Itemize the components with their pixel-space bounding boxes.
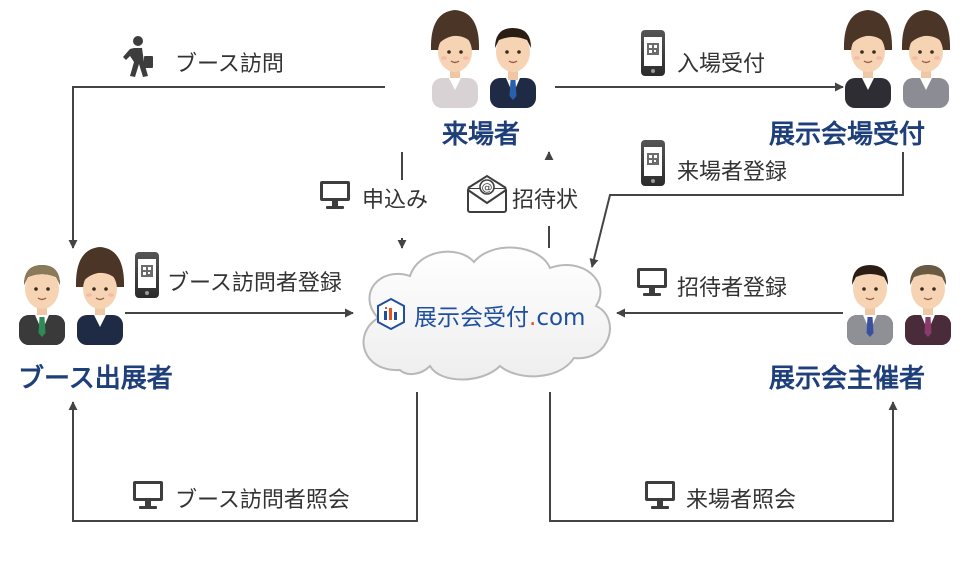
arrow-booth-visitor-inquiry — [68, 392, 418, 522]
label-application: 申込み — [362, 188, 429, 213]
label-visitor-inquiry: 来場者照会 — [686, 488, 797, 513]
service-name: 展示会受付.com — [414, 298, 585, 332]
exhibitor-woman-avatar — [75, 246, 125, 346]
monitor-icon — [320, 181, 350, 209]
organizer-man-avatar-1 — [846, 264, 894, 346]
role-organizer: 展示会主催者 — [769, 364, 926, 394]
label-visitor-registration: 来場者登録 — [677, 160, 788, 185]
reception-woman-avatar-1 — [843, 9, 893, 109]
label-invitation: 招待状 — [512, 188, 579, 213]
visitor-woman-avatar — [430, 9, 480, 109]
role-venue-reception: 展示会場受付 — [769, 120, 926, 150]
smartphone-qr-icon — [641, 30, 665, 76]
smartphone-qr-icon — [135, 252, 159, 298]
exhibitor-man-avatar — [18, 264, 66, 346]
label-booth-visitor-registration: ブース訪問者登録 — [167, 271, 342, 296]
svg-text:@: @ — [482, 181, 493, 194]
arrow-booth-visit — [68, 86, 385, 249]
reception-woman-avatar-2 — [901, 9, 951, 109]
monitor-icon — [133, 481, 163, 509]
label-entry-reception: 入場受付 — [677, 52, 766, 77]
walking-person-icon — [123, 36, 153, 77]
smartphone-qr-icon — [641, 140, 665, 186]
label-booth-visitor-inquiry: ブース訪問者照会 — [175, 488, 350, 513]
label-booth-visit: ブース訪問 — [175, 52, 284, 77]
cloud-shape — [362, 246, 611, 381]
role-exhibitor: ブース出展者 — [18, 364, 173, 394]
organizer-man-avatar-2 — [904, 264, 952, 346]
service-logo-icon — [377, 297, 405, 331]
service-name-tld: com — [536, 305, 586, 331]
envelope-email-icon: @ — [467, 174, 507, 213]
visitor-man-avatar — [489, 27, 537, 109]
monitor-icon — [645, 481, 675, 509]
monitor-icon — [637, 268, 667, 296]
arrow-venue-registration — [589, 152, 904, 268]
role-visitor: 来場者 — [442, 120, 521, 150]
service-brand: 展示会受付.com — [378, 298, 585, 332]
label-invitee-registration: 招待者登録 — [677, 276, 788, 301]
service-name-dot: . — [529, 305, 537, 331]
service-name-main: 展示会受付 — [414, 305, 529, 331]
arrow-visitor-inquiry — [549, 392, 898, 522]
